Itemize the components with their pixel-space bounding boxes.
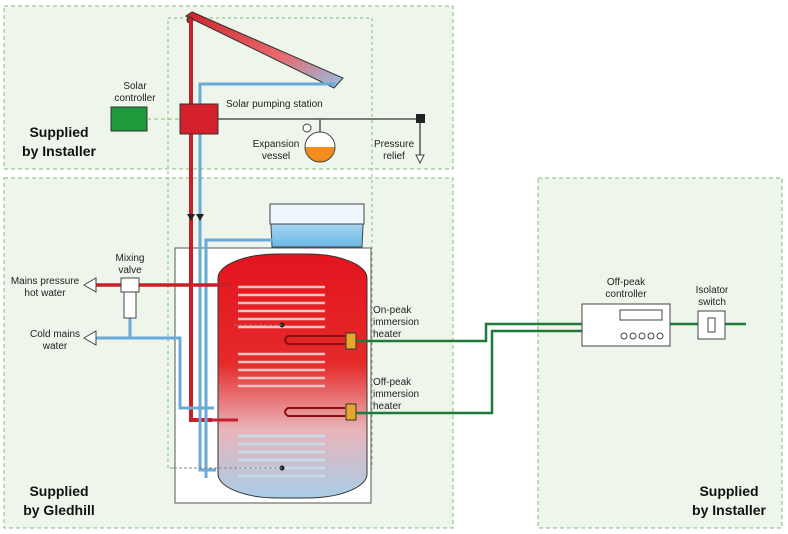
cold-feed-pipe — [204, 238, 272, 478]
flow-arrow — [196, 214, 204, 221]
solar-controller — [110, 106, 148, 132]
mixing-valve — [120, 277, 140, 293]
gauge — [302, 123, 312, 133]
off-peak-cable — [356, 329, 582, 415]
hot-water-outlet — [83, 277, 97, 293]
off-peak-heater-boss — [345, 403, 357, 421]
cold-water-inlet — [83, 330, 97, 346]
controller-buttons — [620, 332, 664, 340]
mixing-valve-body — [123, 291, 137, 319]
controller-display — [619, 309, 663, 321]
solar-pumping-station — [179, 103, 219, 135]
cylinder — [217, 253, 368, 499]
off-peak-element — [284, 407, 345, 417]
pressure-relief-valve — [416, 114, 425, 123]
cold-mains-pipe — [96, 336, 214, 410]
solar-panel — [184, 11, 344, 89]
pressure-relief-outlet — [415, 154, 425, 165]
label-solar-pumping-station: Solar pumping station — [226, 99, 323, 110]
flow-arrow — [187, 214, 195, 221]
isolator-rocker — [707, 317, 716, 333]
solar-return-pipe — [198, 82, 335, 472]
on-peak-cable — [356, 322, 582, 343]
on-peak-element — [284, 335, 345, 345]
on-peak-heater-boss — [345, 332, 357, 350]
zone-installer-right — [537, 177, 783, 529]
expansion-vessel — [304, 131, 336, 163]
